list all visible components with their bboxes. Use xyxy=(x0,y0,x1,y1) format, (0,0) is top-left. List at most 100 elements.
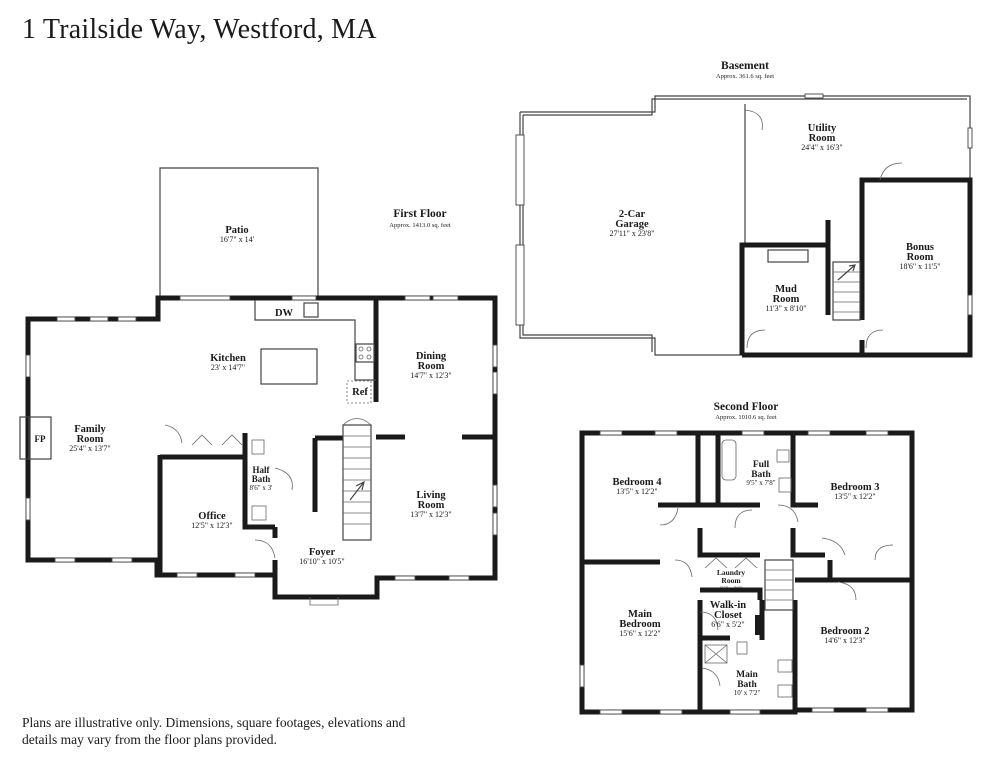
bedroom2-dim: 14'6" x 12'3" xyxy=(824,636,865,645)
main-bedroom-label-2: Bedroom xyxy=(619,619,660,630)
main-bath-sink xyxy=(777,684,793,698)
mud-door-swing xyxy=(746,329,766,349)
dishwasher-label: DW xyxy=(275,308,294,319)
mud-room-dim: 11'3" x 8'10" xyxy=(765,304,806,313)
door-swing xyxy=(701,667,721,687)
half-bath-sink xyxy=(251,505,267,521)
patio-dim: 16'7" x 14' xyxy=(220,235,255,244)
half-bath-door-swing xyxy=(274,467,293,491)
utility-room-label-2: Room xyxy=(809,133,836,144)
full-bath-dim: 9'5" x 7'8" xyxy=(746,479,775,487)
closet-bifold-door xyxy=(191,434,243,446)
walkin-dim: 6'6" x 5'2" xyxy=(711,620,744,629)
door-swing xyxy=(777,504,799,523)
laundry-dim: 6'6" x 3'6" xyxy=(720,586,743,592)
walkin-label-2: Closet xyxy=(714,610,742,621)
basement-stairs xyxy=(832,261,861,321)
bedroom4-east-wall xyxy=(658,435,701,508)
patio-label: Patio xyxy=(225,225,248,236)
dining-room-dim: 14'7" x 12'3" xyxy=(410,371,451,380)
main-bath-label-2: Bath xyxy=(737,680,757,690)
main-bath-label-1: Main xyxy=(736,670,758,680)
foyer-label: Foyer xyxy=(309,547,336,558)
bedroom3-label: Bedroom 3 xyxy=(830,482,879,493)
bonus-room-label-1: Bonus xyxy=(906,242,934,253)
dining-room-label-1: Dining xyxy=(416,351,447,362)
first-floor-windows xyxy=(25,295,498,581)
closet-door-swing xyxy=(164,424,183,444)
full-bath-toilet xyxy=(776,449,790,463)
bonus-south-door-swing xyxy=(865,329,884,349)
family-room-label-2: Room xyxy=(77,434,104,445)
garage-door-2 xyxy=(515,244,525,326)
first-floor-stairs xyxy=(342,424,372,541)
full-bath-label-2: Bath xyxy=(751,470,771,480)
door-swing xyxy=(699,611,719,631)
refrigerator-label: Ref xyxy=(352,387,368,398)
patio-outline xyxy=(159,167,319,298)
bathtub xyxy=(721,439,737,481)
family-room-label-1: Family xyxy=(74,424,106,435)
laundry-label-2: Room xyxy=(721,576,741,585)
refrigerator-outline xyxy=(346,380,372,404)
first-floor-plan: Ref DW FP First Floor Approx. xyxy=(19,167,498,606)
walkin-label-1: Walk-in xyxy=(710,600,746,611)
living-room-label-2: Room xyxy=(418,500,445,511)
kitchen-label: Kitchen xyxy=(210,353,246,364)
second-floor-stairs xyxy=(764,559,794,611)
garage-label-2: Garage xyxy=(615,219,649,230)
basement-plan: Basement Approx. 361.6 sq. feet Utility … xyxy=(515,60,973,358)
first-floor-label: First Floor xyxy=(393,208,446,220)
door-swing xyxy=(734,509,753,529)
bonus-room-wall xyxy=(742,177,973,358)
basement-area: Approx. 361.6 sq. feet xyxy=(716,73,774,80)
half-bath-label-2: Bath xyxy=(252,474,271,484)
kitchen-sink xyxy=(303,302,319,318)
bonus-door-swing xyxy=(879,162,903,181)
basement-window xyxy=(804,93,824,99)
door-swing xyxy=(837,581,857,601)
bonus-room-label-2: Room xyxy=(907,252,934,263)
second-floor-area: Approx. 1010.6 sq. feet xyxy=(715,414,777,421)
basement-window xyxy=(967,127,973,149)
fireplace-hearth xyxy=(28,416,52,460)
bedroom4-dim: 13'5" x 12'2" xyxy=(616,487,657,496)
page-title: 1 Trailside Way, Westford, MA xyxy=(22,14,377,45)
half-bath-label-1: Half xyxy=(253,465,271,475)
door-swing xyxy=(674,559,693,578)
utility-door-swing xyxy=(744,109,763,131)
kitchen-range xyxy=(355,343,375,363)
mud-room-label-2: Room xyxy=(773,294,800,305)
first-floor-area: Approx. 1413.0 sq. feet xyxy=(389,222,451,229)
laundry-bifold-door xyxy=(704,557,758,569)
main-bedroom-label-1: Main xyxy=(628,609,652,620)
second-floor-label: Second Floor xyxy=(714,401,779,413)
main-bath-toilet xyxy=(736,641,748,655)
dining-room-label-2: Room xyxy=(418,361,445,372)
utility-room-dim: 24'4" x 16'3" xyxy=(801,143,842,152)
laundry-label-1: Laundry xyxy=(717,568,746,577)
garage-door-1 xyxy=(515,134,525,206)
hall-wall xyxy=(790,528,825,558)
door-swing xyxy=(821,537,846,556)
bonus-room-dim: 18'6" x 11'5" xyxy=(899,262,940,271)
mud-room-label-1: Mud xyxy=(775,284,797,295)
kitchen-dim: 23' x 14'7" xyxy=(211,363,245,372)
garage-dim: 27'11" x 23'8" xyxy=(609,229,654,238)
half-bath-dim: 8'6" x 3' xyxy=(250,484,273,492)
half-bath-wall xyxy=(242,433,275,530)
full-bath-label-1: Full xyxy=(753,460,770,470)
main-bath-dim: 10' x 7'2" xyxy=(734,689,761,697)
full-bath-sink xyxy=(778,477,792,493)
disclaimer-text: Plans are illustrative only. Dimensions,… xyxy=(22,715,406,747)
second-floor-windows xyxy=(579,430,889,715)
living-room-label-1: Living xyxy=(416,490,446,501)
utility-room-label-1: Utility xyxy=(808,123,837,134)
basement-label: Basement xyxy=(721,60,769,72)
living-room-dim: 13'7" x 12'3" xyxy=(410,510,451,519)
shower xyxy=(704,644,728,664)
mud-room-wall xyxy=(739,220,831,355)
stair-arrow-icon xyxy=(349,480,365,501)
laundry-north-wall xyxy=(697,528,760,558)
